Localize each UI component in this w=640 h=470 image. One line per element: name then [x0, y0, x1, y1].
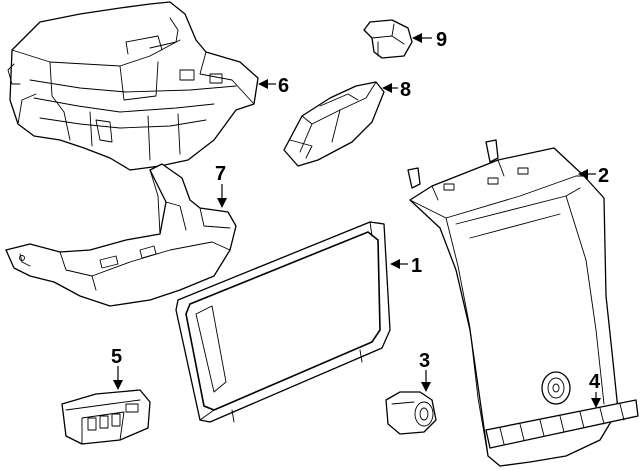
callout-5: 5 — [111, 346, 122, 368]
callout-8: 8 — [400, 79, 411, 101]
part-2-panel-assembly — [407, 139, 619, 467]
part-3-button — [385, 391, 437, 435]
callout-4: 4 — [589, 371, 601, 393]
part-8-switch-panel — [283, 81, 385, 167]
callout-1: 1 — [411, 255, 422, 277]
knob — [541, 371, 571, 405]
callout-7: 7 — [215, 163, 226, 185]
part-6-control-module — [7, 1, 259, 171]
callout-6: 6 — [278, 75, 289, 97]
part-5-switch — [61, 389, 151, 445]
callout-3: 3 — [419, 350, 430, 372]
callout-2: 2 — [598, 165, 609, 187]
part-7-bracket — [5, 163, 237, 307]
leaders — [113, 33, 601, 408]
part-1-display-screen — [175, 221, 391, 423]
part-4-button-strip — [485, 399, 639, 449]
callout-9: 9 — [436, 29, 447, 51]
callout-labels: 9 6 8 2 7 1 5 3 4 — [111, 29, 609, 393]
part-9-switch — [363, 19, 413, 59]
